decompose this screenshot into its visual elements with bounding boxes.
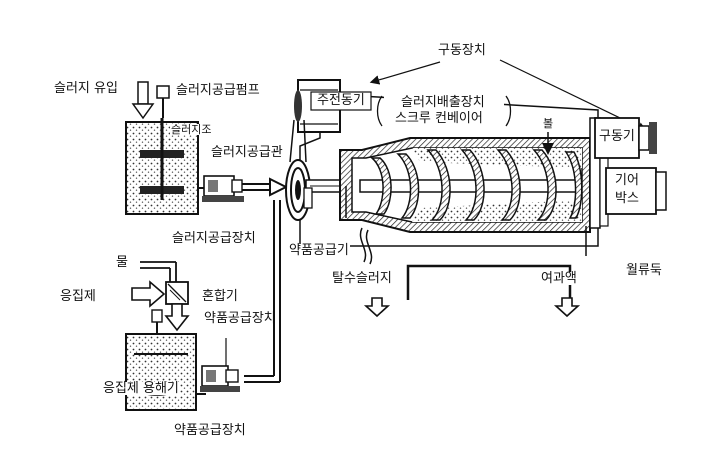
sludge-tank-label: 슬러지조 <box>170 123 213 136</box>
coagulant-dissolver-tank <box>125 333 197 411</box>
water-line <box>140 261 177 282</box>
chemical-feed-pipe <box>244 200 281 383</box>
sludge-feed-pump-top <box>156 85 170 118</box>
chemical-feed-unit-label-mid: 약품공급장치 <box>204 311 276 326</box>
chemical-feeder-label: 약품공급기 <box>288 243 350 258</box>
drive-unit-label: 구동장치 <box>438 43 486 58</box>
sludge-feed-pipe-label: 슬러지공급관 <box>210 145 284 160</box>
sludge-feed-pipe <box>242 177 289 197</box>
mixer <box>165 281 189 305</box>
dewatered-sludge-fall <box>359 227 373 265</box>
sludge-inflow-arrow <box>131 81 155 120</box>
coagulant-arrow <box>131 280 166 308</box>
coagulant-label: 응집제 <box>60 289 96 304</box>
bowl-label: 볼 <box>542 117 555 130</box>
filtrate-label: 여과액 <box>540 271 578 286</box>
outlet-arrows <box>363 297 581 318</box>
water-label: 물 <box>116 255 128 270</box>
drive-motor-label: 구동기 <box>598 129 636 144</box>
dewatered-sludge-label: 탈수슬러지 <box>332 271 392 286</box>
mixer-label: 혼합기 <box>202 289 238 304</box>
gear-box-label-line1: 기어 <box>614 173 640 188</box>
main-motor-label: 주전동기 <box>316 93 366 108</box>
coagulant-dissolver-label: 응집제 용해기 <box>102 381 180 396</box>
chemical-feed-unit-label-bottom: 약품공급장치 <box>174 423 246 438</box>
sludge-inflow-label: 슬러지 유입 <box>54 81 118 96</box>
chemical-feed-pump <box>200 365 240 392</box>
sludge-feed-pump <box>202 175 244 202</box>
sludge-feed-unit-label: 슬러지공급장치 <box>172 231 256 246</box>
gear-box-label-line2: 박스 <box>614 191 640 206</box>
screw-conveyor-label: 스크루 컨베이어 <box>394 111 484 126</box>
sludge-tank <box>125 118 199 215</box>
sludge-discharge-unit-label: 슬러지배출장치 <box>400 95 486 110</box>
weir-label: 월류둑 <box>626 263 662 278</box>
centrifuge-body <box>285 79 667 256</box>
sludge-feed-pump-label: 슬러지공급펌프 <box>176 83 260 98</box>
